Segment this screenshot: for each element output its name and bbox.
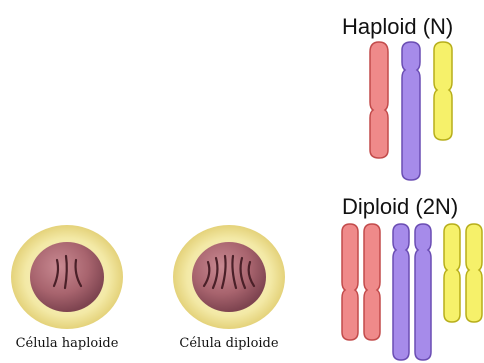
diploid-cell [164,222,294,332]
chromosome-red-1 [342,224,358,340]
chromosome-purple [402,42,420,180]
chromosome-purple-2 [415,224,431,360]
chromosome-red-2 [364,224,380,340]
chromosome-red [370,42,388,158]
haploid-title: Haploid (N) [342,14,453,40]
cell-nucleus [192,242,266,312]
haploid-cell-caption: Célula haploide [0,336,142,351]
diploid-title: Diploid (2N) [342,194,458,220]
chromosome-yellow [434,42,452,140]
diploid-chromosome-set [336,220,484,363]
chromosome-yellow-2 [466,224,482,322]
diploid-cell-caption: Célula diploide [154,336,304,351]
chromosome-purple-1 [393,224,409,360]
chromosome-yellow-1 [444,224,460,322]
haploid-chromosome-set [360,40,480,185]
haploid-cell [2,222,132,332]
